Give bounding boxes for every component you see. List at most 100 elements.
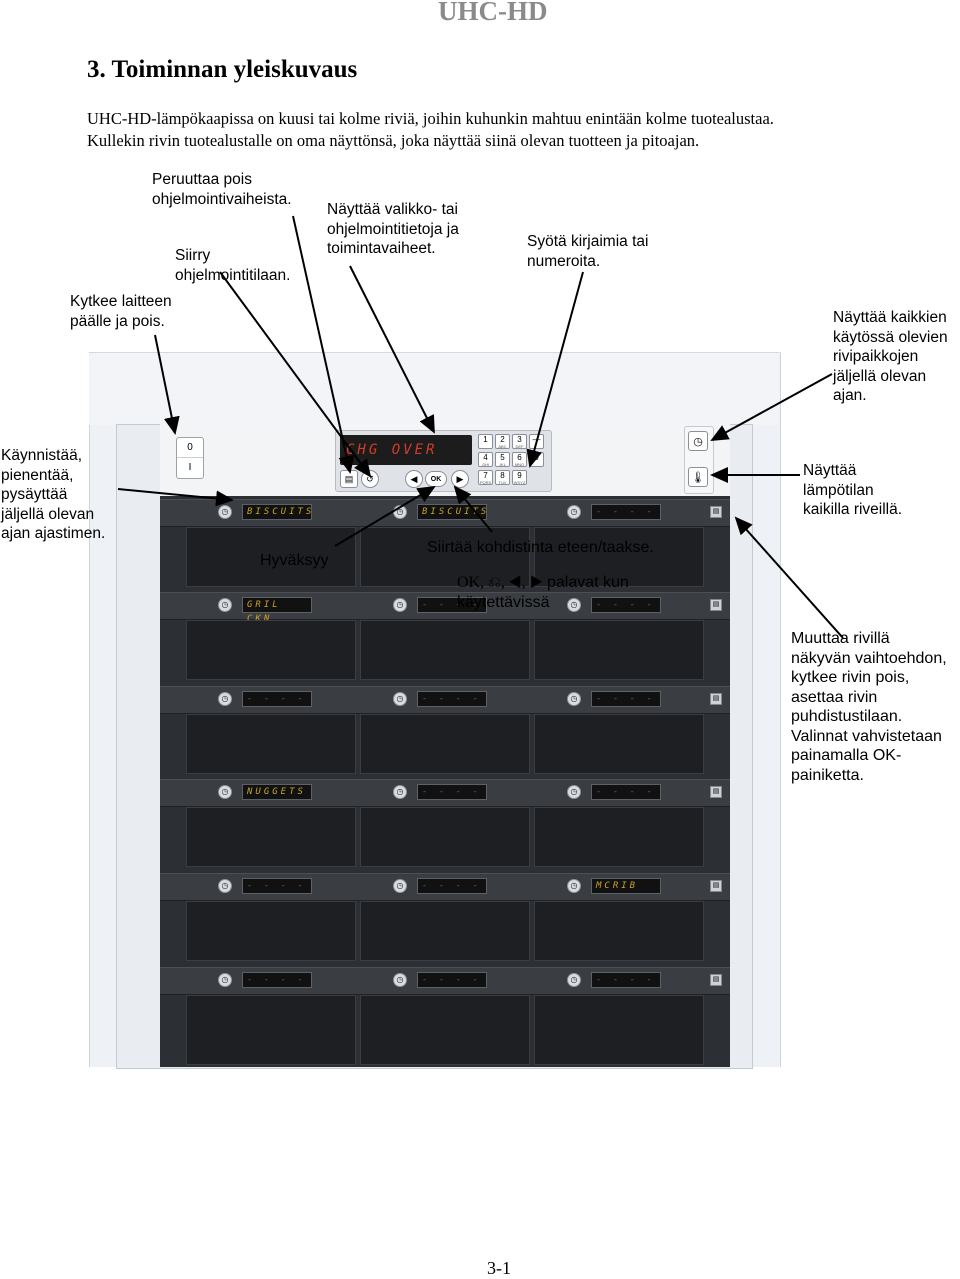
intro-line-1: UHC-HD-lämpökaapissa on kuusi tai kolme … <box>87 109 774 128</box>
pan-window <box>534 714 704 774</box>
menu-icon: ▤ <box>344 473 354 484</box>
pan-window <box>534 995 704 1065</box>
clock-icon[interactable]: ◷ <box>567 785 581 799</box>
clock-icon[interactable]: ◷ <box>218 879 232 893</box>
clock-icon[interactable]: ◷ <box>218 785 232 799</box>
slot-display: BISCUITS <box>242 504 312 520</box>
pan-window <box>186 620 356 680</box>
pan-window <box>186 995 356 1065</box>
power-switch-on: 0 <box>187 442 193 453</box>
slot-display: - - - - <box>417 784 487 800</box>
page-number: 3-1 <box>487 1258 511 1278</box>
slot-display: MCRIB <box>591 878 661 894</box>
row-option-icon[interactable]: ▤ <box>710 599 722 611</box>
slot-display: - - - - <box>242 691 312 707</box>
clock-icon[interactable]: ◷ <box>393 973 407 987</box>
slot-display: - - - - <box>242 878 312 894</box>
right-arrow-icon: ▶ <box>456 473 464 484</box>
clock-icon[interactable]: ◷ <box>218 973 232 987</box>
clock-icon: ◷ <box>693 435 703 448</box>
clock-icon[interactable]: ◷ <box>567 598 581 612</box>
left-button[interactable]: ◀ <box>405 470 423 488</box>
arrow-row-option <box>734 516 844 639</box>
power-switch[interactable]: 0 I <box>176 437 204 479</box>
temperature-button[interactable]: 🌡 <box>688 467 708 487</box>
intro-text: UHC-HD-lämpökaapissa on kuusi tai kolme … <box>87 108 887 152</box>
arrow-enter-chars <box>526 271 584 468</box>
slot-display: - - - - <box>242 972 312 988</box>
pan-window <box>360 527 530 587</box>
arrow-timer-key <box>117 488 234 507</box>
clock-icon[interactable]: ◷ <box>567 692 581 706</box>
pan-window <box>186 527 356 587</box>
clock-icon[interactable]: ◷ <box>393 879 407 893</box>
row-option-icon[interactable]: ▤ <box>710 693 722 705</box>
pan-window <box>360 901 530 961</box>
pan-window <box>534 807 704 867</box>
clock-icon[interactable]: ◷ <box>393 692 407 706</box>
row-option-icon[interactable]: ▤ <box>710 506 722 518</box>
arrow-power <box>154 334 180 435</box>
clock-icon[interactable]: ◷ <box>218 692 232 706</box>
arrow-menu-info <box>349 265 435 434</box>
clock-icon[interactable]: ◷ <box>393 785 407 799</box>
slot-display: - - - - <box>591 784 661 800</box>
slot-display: - - - - <box>417 597 487 613</box>
arrow-cursor <box>453 485 493 533</box>
row-option-icon[interactable]: ▤ <box>710 880 722 892</box>
clock-icon[interactable]: ◷ <box>567 505 581 519</box>
arrow-cancel <box>292 215 355 474</box>
arrow-program-mode <box>219 271 372 478</box>
slot-display: GRIL CKN <box>242 597 312 624</box>
row-option-icon[interactable]: ▤ <box>710 786 722 798</box>
clock-icon[interactable]: ◷ <box>567 973 581 987</box>
key-1[interactable]: 1 <box>478 434 493 449</box>
pan-window <box>534 527 704 587</box>
pan-window <box>186 714 356 774</box>
arrow-accept <box>334 485 436 547</box>
slot-display: - - - - <box>417 972 487 988</box>
pan-window <box>534 901 704 961</box>
slot-display: - - - - <box>591 972 661 988</box>
slot-display: - - - - <box>417 878 487 894</box>
cabinet-top <box>89 352 779 425</box>
pan-window <box>360 714 530 774</box>
slot-display: - - - - <box>591 691 661 707</box>
ok-button[interactable]: OK <box>425 471 447 487</box>
row-option-icon[interactable]: ▤ <box>710 974 722 986</box>
annotation-accept: Hyväksyy <box>260 552 329 569</box>
clock-icon[interactable]: ◷ <box>393 598 407 612</box>
pan-window <box>186 807 356 867</box>
pan-window <box>360 620 530 680</box>
arrow-all-timers <box>710 373 833 441</box>
clock-icon[interactable]: ◷ <box>567 879 581 893</box>
section-title: 3. Toiminnan yleiskuvaus <box>87 56 358 83</box>
annotation-available: OK, ⎌, ◀, ▶ palavat kun käytettävissä <box>457 574 629 611</box>
power-switch-off: I <box>177 457 203 477</box>
slot-display: - - - - <box>591 504 661 520</box>
pan-window <box>360 807 530 867</box>
slot-display: NUGGETS <box>242 784 312 800</box>
pan-window <box>360 995 530 1065</box>
available-prefix: OK, ⎌, ◀, ▶ <box>457 574 543 591</box>
thermometer-icon: 🌡 <box>691 471 705 484</box>
pan-window <box>186 901 356 961</box>
all-timers-button[interactable]: ◷ <box>688 431 708 451</box>
slot-display: - - - - <box>591 597 661 613</box>
clock-icon[interactable]: ◷ <box>218 598 232 612</box>
